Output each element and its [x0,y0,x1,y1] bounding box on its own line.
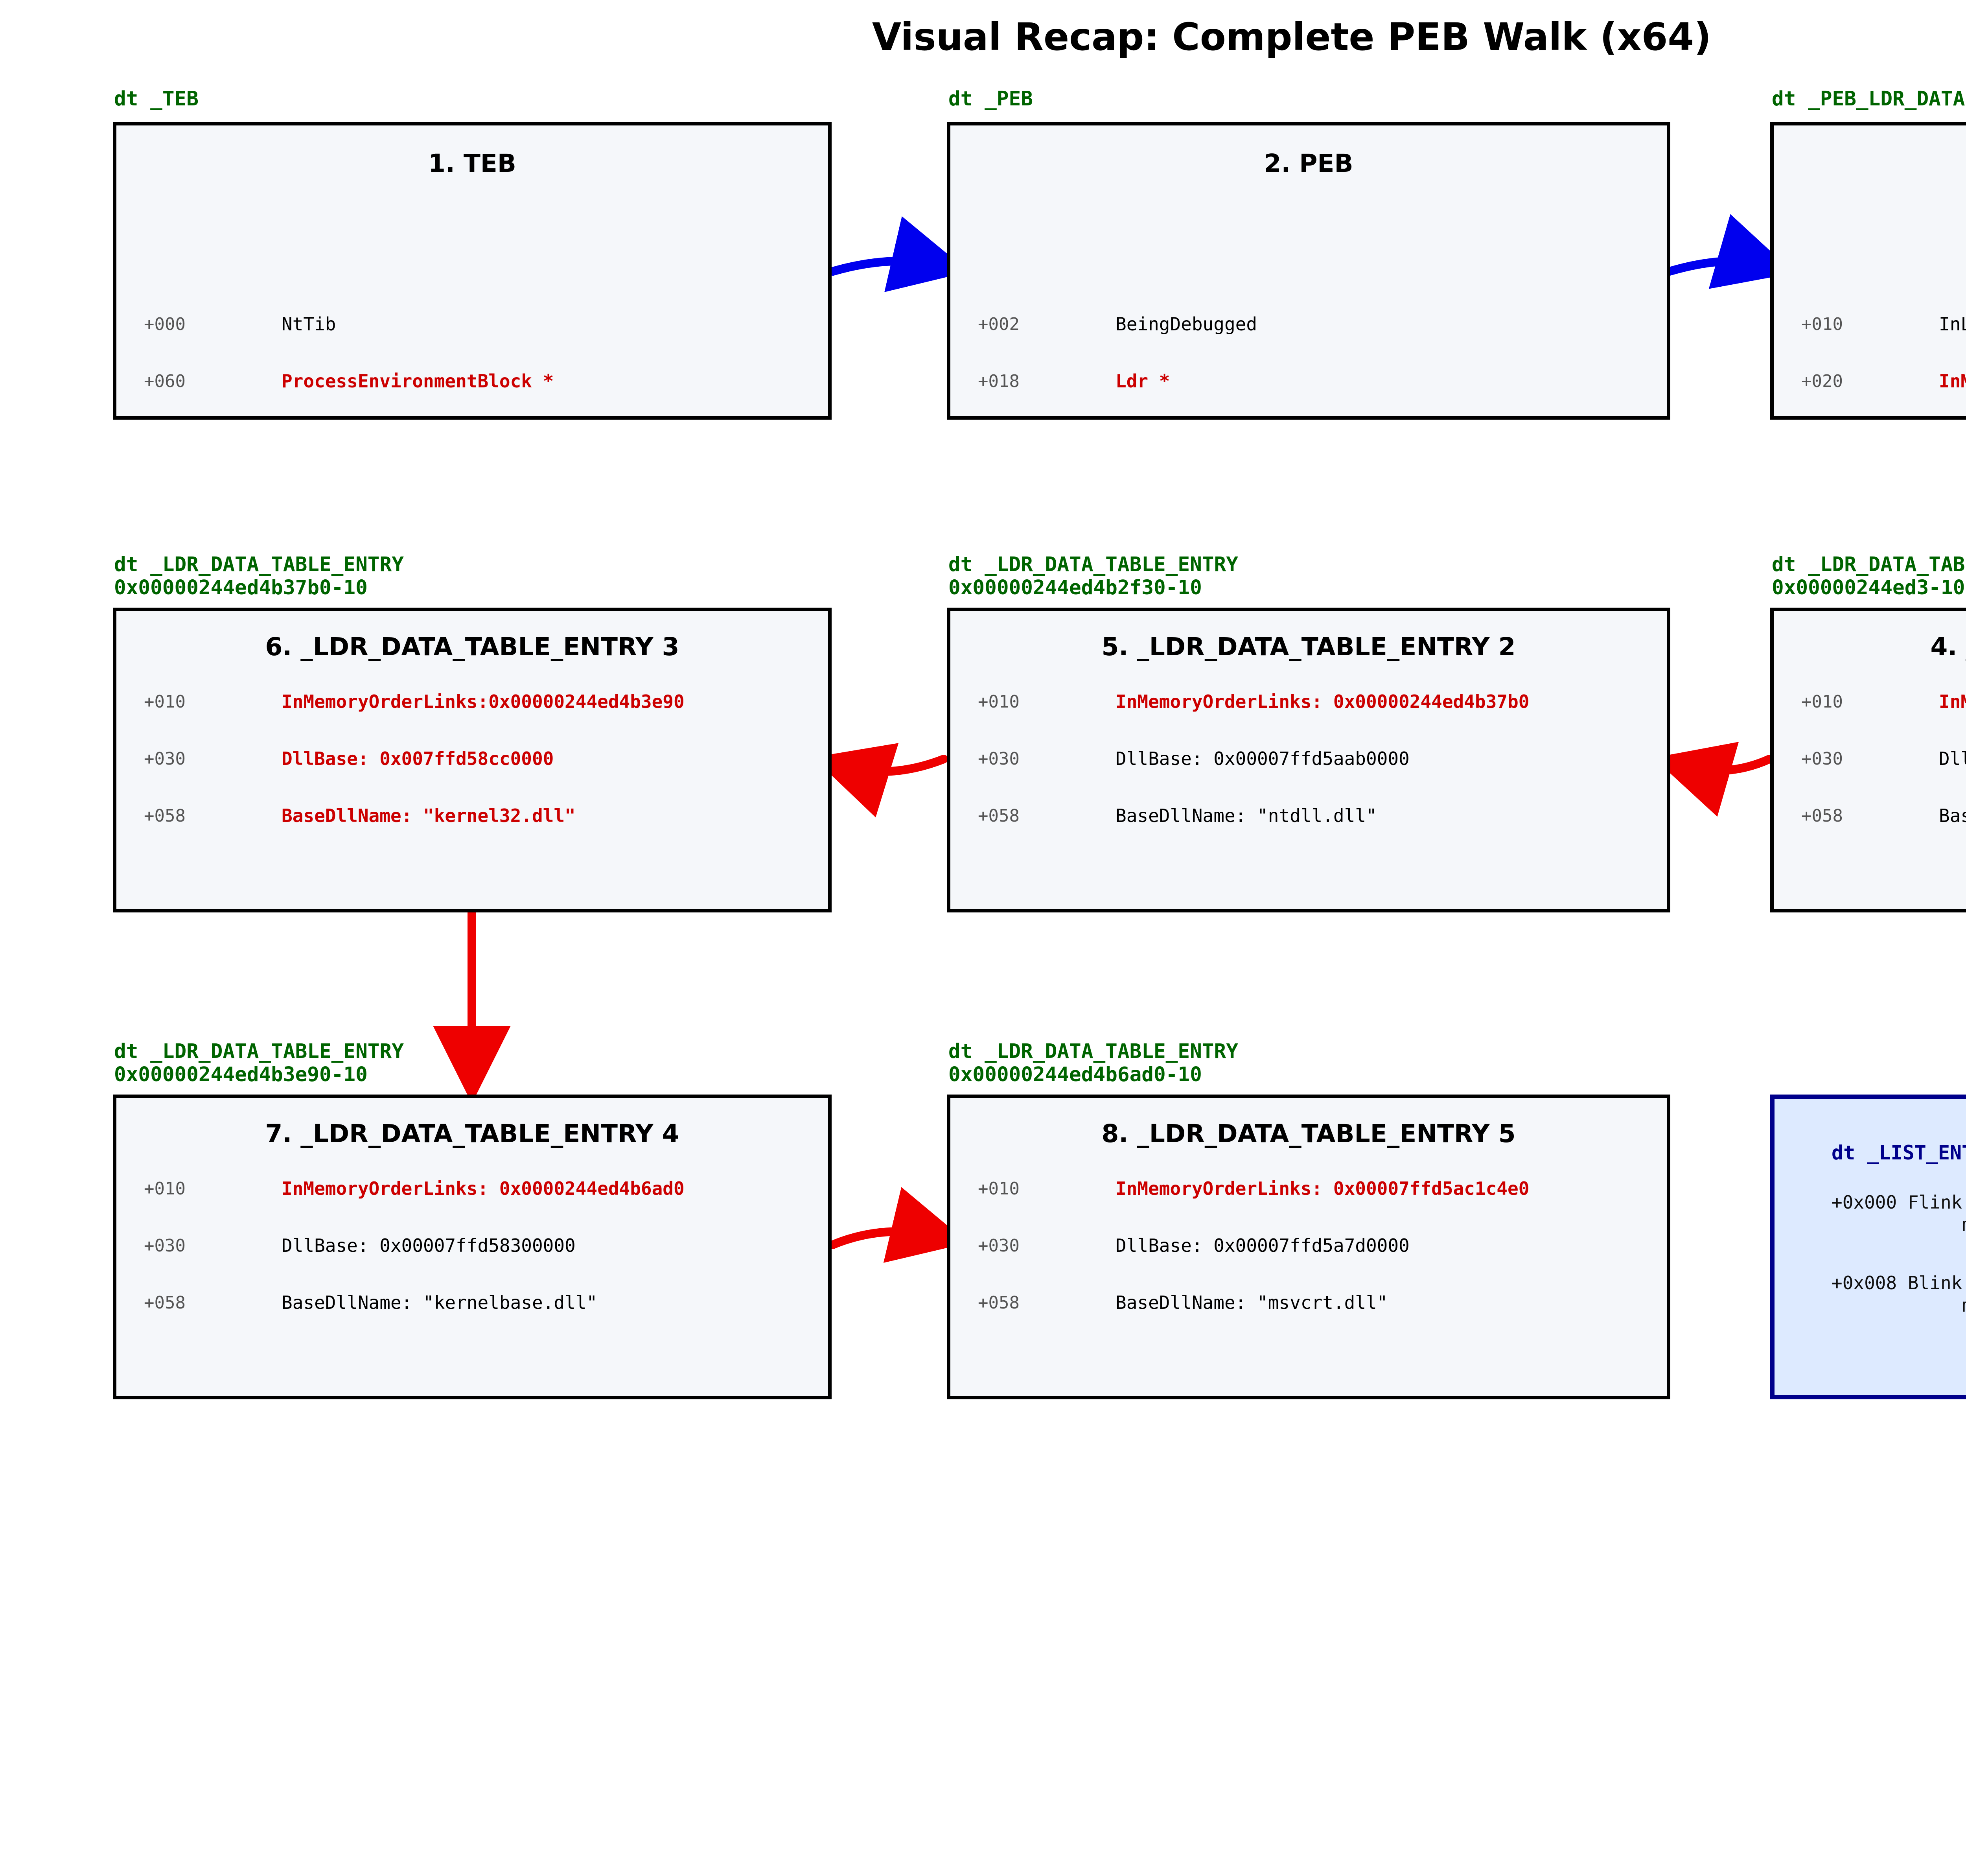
row-offset: +010 [1801,314,1843,334]
page-title: Visual Recap: Complete PEB Walk (x64) [872,15,1712,59]
row-offset: +000 [144,314,186,334]
arrow-peb-to-pebldrdata [1665,214,1795,289]
row-offset: +002 [978,314,1020,334]
row-value: NtTib [282,313,336,335]
row-value: BaseDllName: "msvcrt.dll" [1116,1292,1388,1313]
row-offset: +010 [1801,692,1843,712]
row-value: InLoadOrderModuleList: 0x00000244ed4b30f… [1939,313,1966,335]
row-value: DllBase: 0x00007ffd5a7d0000 [1116,1235,1410,1256]
box-heading: 8. _LDR_DATA_TABLE_ENTRY 5 [1101,1119,1516,1148]
box-heading: 2. PEB [1264,149,1353,178]
command-label-peb-ldr-data: dt _PEB_LDR_DATA 00007ffd5ac1c4c0 [1772,87,1965,111]
row-value: DllBase: 0x007ffd58cc0000 [282,748,554,769]
row-offset: +030 [978,1236,1020,1256]
row-offset: +020 [1801,371,1843,391]
arrow-entry1-to-entry2 [1653,742,1774,817]
row-offset: +030 [978,749,1020,769]
row-value: BeingDebugged [1116,313,1257,335]
box-ldr-entry-4: 7. _LDR_DATA_TABLE_ENTRY 4 +010 InMemory… [113,1095,832,1399]
row-offset: +010 [144,692,186,712]
legend-title: dt _LIST_ENTRY [1832,1141,1966,1164]
row-value: Ldr * [1116,370,1170,392]
box-peb-ldr-data: 3. PEB_LDR_DATA +010 InLoadOrderModuleLi… [1770,122,1966,420]
row-offset: +030 [1801,749,1843,769]
row-value: InMemoryOrderLinks:0x00000244ed4b3e90 [282,691,685,712]
command-label-ldr-entry-3: dt _LDR_DATA_TABLE_ENTRY 0x00000244ed4b3… [114,553,404,600]
row-offset: +058 [144,806,186,826]
row-value: DllBase: 0x00007ff7b4621440 [1939,748,1966,769]
row-value: InMemoryOrderLinks: 0x00000244ed4b37b0 [1116,691,1530,712]
command-label-peb: dt _PEB [948,87,1033,111]
row-offset: +058 [978,1293,1020,1313]
row-offset: +018 [978,371,1020,391]
row-value: ProcessEnvironmentBlock * [282,370,554,392]
command-label-ldr-entry-5: dt _LDR_DATA_TABLE_ENTRY 0x00000244ed4b6… [948,1040,1238,1087]
command-label-ldr-entry-1: dt _LDR_DATA_TABLE_ENTRY 0x00000244ed3-1… [1772,553,1966,600]
arrow-entry4-to-entry5 [828,1187,968,1263]
box-ldr-entry-2: 5. _LDR_DATA_TABLE_ENTRY 2 +010 InMemory… [947,608,1670,912]
row-offset: +030 [144,749,186,769]
box-list-entry-legend: dt _LIST_ENTRY +0x000 Flink -> (Points t… [1770,1095,1966,1399]
row-offset: +030 [144,1236,186,1256]
row-offset: +058 [1801,806,1843,826]
legend-blink-line1: +0x008 Blink -> (Points to prev [1832,1272,1962,1294]
row-value: BaseDllName: "kernel32.dll" [282,805,576,826]
row-value: InMemoryOrderLinks: 0x0000244ed4b6ad0 [282,1178,685,1199]
arrow-teb-to-peb [828,216,969,292]
box-ldr-entry-1: 4. _LDR_DATA_TABLE_ENTRY 1 +010 InMemory… [1770,608,1966,912]
row-offset: +058 [978,806,1020,826]
row-value: InMemoryOrderModuleList: 0x00000244ed3 * [1939,370,1966,392]
row-value: BaseDllName: "ntdll.dll" [1116,805,1377,826]
box-heading: 4. _LDR_DATA_TABLE_ENTRY 1 [1930,632,1966,661]
box-peb: 2. PEB +002 BeingDebugged +018 Ldr * [947,122,1670,420]
row-value: DllBase: 0x00007ffd58300000 [282,1235,576,1256]
box-heading: 6. _LDR_DATA_TABLE_ENTRY 3 [265,632,679,661]
row-value: InMemoryOrderLinks [1939,691,1966,712]
box-teb: 1. TEB +000 NtTib +060 ProcessEnvironmen… [113,122,832,420]
command-label-ldr-entry-2: dt _LDR_DATA_TABLE_ENTRY 0x00000244ed4b2… [948,553,1238,600]
box-ldr-entry-5: 8. _LDR_DATA_TABLE_ENTRY 5 +010 InMemory… [947,1095,1670,1399]
row-offset: +010 [978,692,1020,712]
row-value: InMemoryOrderLinks: 0x00007ffd5ac1c4e0 [1116,1178,1530,1199]
box-heading: 3. PEB_LDR_DATA [1774,149,1966,178]
arrow-entry2-to-entry3 [812,743,948,818]
box-heading: 1. TEB [428,149,516,178]
box-heading: 7. _LDR_DATA_TABLE_ENTRY 4 [265,1119,679,1148]
row-offset: +058 [144,1293,186,1313]
row-value: BaseDllName: "helloworld.exe" [1939,805,1966,826]
row-offset: +010 [978,1179,1020,1199]
box-ldr-entry-3: 6. _LDR_DATA_TABLE_ENTRY 3 +010 InMemory… [113,608,832,912]
row-offset: +060 [144,371,186,391]
box-heading: 5. _LDR_DATA_TABLE_ENTRY 2 [1101,632,1516,661]
command-label-teb: dt _TEB [114,87,199,111]
row-value: BaseDllName: "kernelbase.dll" [282,1292,598,1313]
row-offset: +010 [144,1179,186,1199]
row-value: DllBase: 0x00007ffd5aab0000 [1116,748,1410,769]
legend-blink-line2: module's LIST_ENTRY) [1832,1294,1966,1317]
legend-flink-line2: module's LIST_ENTRY) [1832,1214,1966,1237]
legend-flink-line1: +0x000 Flink -> (Points to next [1832,1192,1962,1213]
command-label-ldr-entry-4: dt _LDR_DATA_TABLE_ENTRY 0x00000244ed4b3… [114,1040,404,1087]
